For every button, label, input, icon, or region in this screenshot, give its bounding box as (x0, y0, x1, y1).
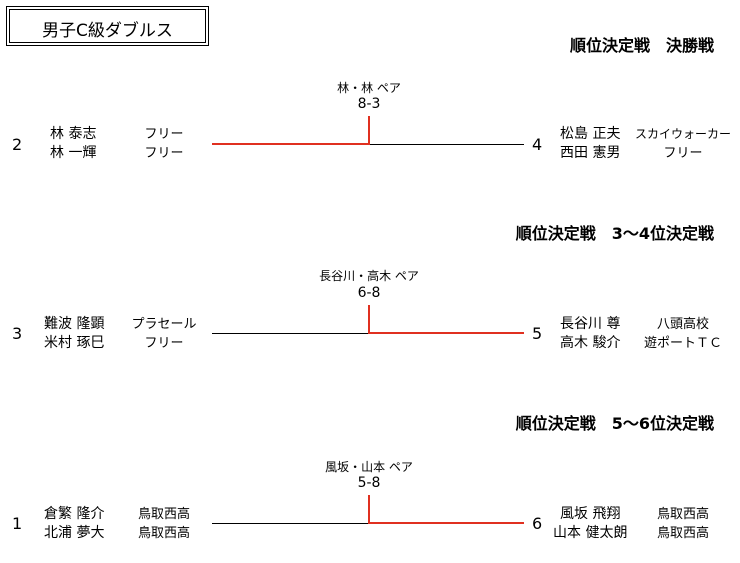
event-title: 男子C級ダブルス (42, 21, 173, 41)
left-player-1: 林 泰志 (50, 126, 97, 142)
left-player-1: 難波 隆顕 (44, 316, 105, 332)
right-club-1: 八頭高校 (656, 317, 709, 332)
winner-stem-line (368, 495, 370, 524)
left-bracket-line (212, 333, 370, 334)
right-bracket-line (368, 522, 524, 524)
right-club-2: フリー (663, 146, 703, 161)
left-club-1: フリー (144, 127, 184, 142)
left-seed: 1 (12, 514, 23, 533)
left-club-2: 鳥取西高 (137, 526, 190, 541)
left-player-2: 米村 琢巳 (44, 335, 105, 351)
match-score: 6-8 (357, 285, 381, 301)
right-player-2: 西田 憲男 (560, 145, 621, 161)
event-title-box: 男子C級ダブルス (6, 6, 209, 46)
right-player-2: 山本 健太朗 (553, 525, 628, 541)
left-player-2: 北浦 夢大 (44, 525, 105, 541)
left-club-2: フリー (144, 336, 184, 351)
left-seed: 3 (12, 324, 23, 343)
match-heading: 順位決定戦 5〜6位決定戦 (515, 414, 714, 433)
match-score: 8-3 (357, 96, 381, 112)
left-player-2: 林 一輝 (50, 145, 97, 161)
left-player-1: 倉繁 隆介 (44, 506, 105, 522)
winner-stem-line (368, 116, 370, 145)
right-seed: 6 (532, 514, 543, 533)
left-seed: 2 (12, 135, 23, 154)
right-club-2: 鳥取西高 (656, 526, 709, 541)
left-club-1: 鳥取西高 (137, 507, 190, 522)
right-club-1: 鳥取西高 (656, 507, 709, 522)
right-player-1: 長谷川 尊 (560, 316, 621, 332)
winner-pair-label: 林・林 ペア (337, 81, 401, 95)
right-player-1: 松島 正夫 (560, 126, 621, 142)
winner-stem-line (368, 305, 370, 334)
left-bracket-line (212, 143, 370, 145)
right-player-1: 風坂 飛翔 (560, 506, 621, 522)
match-score: 5-8 (357, 475, 381, 491)
right-club-1: スカイウォーカー (634, 127, 731, 141)
match-heading: 順位決定戦 決勝戦 (569, 36, 714, 55)
right-bracket-line (370, 144, 524, 145)
right-seed: 4 (532, 135, 543, 154)
winner-pair-label: 長谷川・高木 ペア (319, 269, 419, 283)
right-bracket-line (368, 332, 524, 334)
left-bracket-line (212, 523, 370, 524)
left-club-1: プラセール (131, 317, 197, 332)
left-club-2: フリー (144, 146, 184, 161)
right-seed: 5 (532, 324, 543, 343)
match-heading: 順位決定戦 3〜4位決定戦 (515, 224, 714, 243)
right-club-2: 遊ポートＴＣ (643, 336, 722, 351)
right-player-2: 高木 駿介 (560, 335, 621, 351)
winner-pair-label: 風坂・山本 ペア (325, 460, 413, 474)
